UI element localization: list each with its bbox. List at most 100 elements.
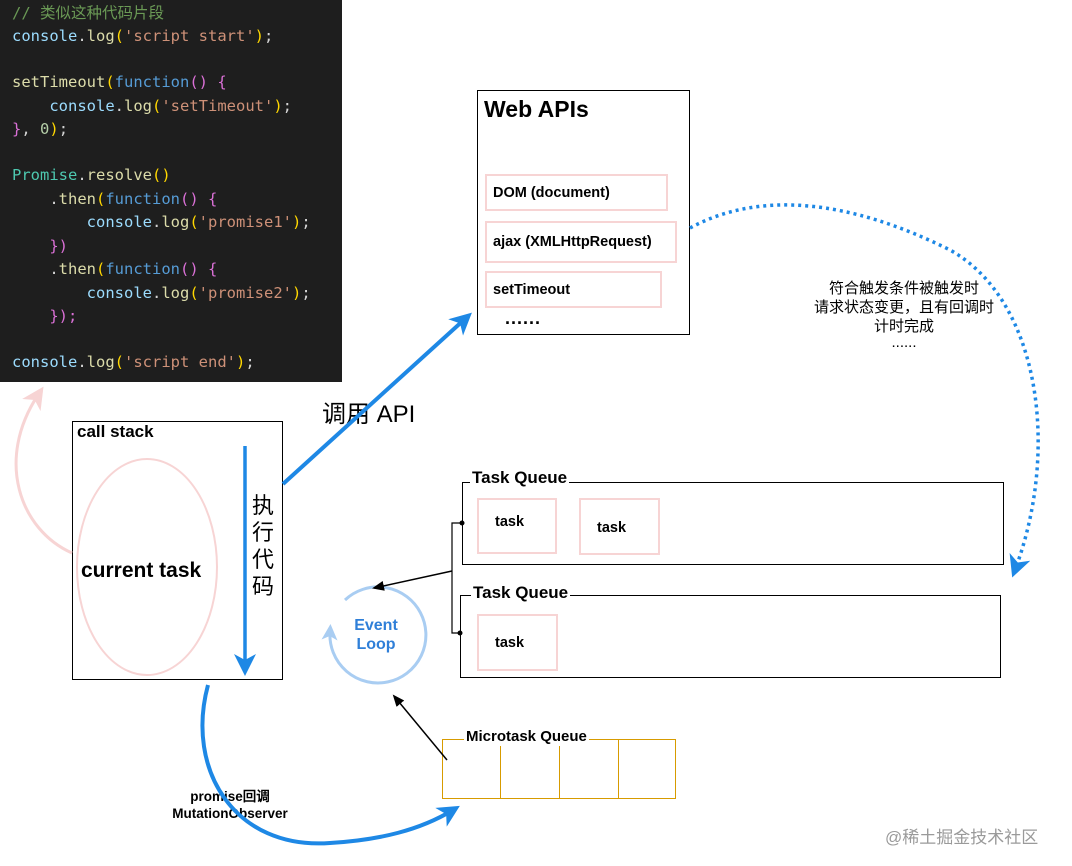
code-line: }) [12,236,68,256]
promise-note: promise回调 MutationObserver [160,788,300,822]
code-token: . [77,27,87,45]
web-api-ajax-label: ajax (XMLHttpRequest) [493,234,652,250]
code-token: , [21,120,41,138]
code-token: () [189,73,218,91]
code-token: ; [58,120,69,138]
code-token: ( [114,27,125,45]
task-queue-1-title: Task Queue [470,468,570,487]
current-task-ellipse [76,458,218,676]
code-token: () [180,190,208,208]
code-token: () [152,166,171,184]
promise-note-line1: promise回调 [190,789,270,804]
task-queue-1-task-1: task [477,498,557,554]
code-line: Promise.resolve() [12,165,171,185]
code-line: console.log('script start'); [12,26,273,46]
code-line: console.log('promise2'); [12,283,311,303]
code-token: ) [236,353,246,371]
trigger-dotted-arrow [689,203,1040,578]
tasks-to-event-loop-arrow [372,570,453,591]
web-apis-title: Web APIs [484,96,589,122]
code-token: then [58,190,96,208]
pink-return-arrow [14,386,73,555]
code-token: { [208,190,218,208]
code-token: // 类似这种代码片段 [12,4,164,22]
code-token: console [12,353,78,371]
bracket-dot-2 [457,630,463,636]
code-token: . [151,213,162,231]
trigger-note-line4: ...... [891,334,917,351]
code-token: ) [292,213,302,231]
code-token: 0 [40,120,50,138]
code-token: . [12,190,59,208]
code-token: ) [254,27,265,45]
microtask-cell-4 [618,739,676,799]
web-api-dom-label: DOM (document) [493,184,610,201]
task-queue-bracket [451,522,462,634]
web-api-settimeout: setTimeout [485,271,662,308]
code-token: () [180,260,208,278]
microtask-to-event-loop-arrow [392,694,448,761]
call-stack-title: call stack [77,422,154,441]
bracket-dot-1 [459,520,465,526]
code-token: . [114,97,124,115]
code-line: .then(function() { [12,259,217,279]
code-token: then [58,260,96,278]
microtask-queue-title: Microtask Queue [464,728,589,746]
code-token: . [77,166,87,184]
code-token: ) [273,97,283,115]
promise-callback-arrow [200,684,460,846]
code-token: . [151,284,162,302]
event-loop-label: Event Loop [342,616,410,654]
code-token: console [12,97,115,115]
current-task-label: current task [81,559,202,582]
code-token: ; [264,27,274,45]
web-apis-ellipsis: ...... [505,308,542,328]
web-api-settimeout-label: setTimeout [493,281,571,298]
code-token: console [12,213,152,231]
web-apis-box: Web APIs DOM (document) ajax (XMLHttpReq… [477,90,690,335]
code-token: console [12,27,78,45]
task-queue-1-task-2: task [579,498,660,555]
code-token: log [86,27,115,45]
code-token: resolve [86,166,152,184]
code-token: 'script end' [124,353,236,371]
code-token: ( [152,97,162,115]
code-token: function [114,73,190,91]
code-token: log [161,284,190,302]
microtask-queue [442,739,676,799]
code-token: . [77,353,87,371]
code-token: ( [189,284,199,302]
task-queue-2: task [460,595,1001,678]
code-token: ( [96,260,106,278]
code-line: console.log('script end'); [12,352,255,372]
code-token: 'promise2' [198,284,292,302]
task-queue-1-task-1-label: task [495,514,525,530]
code-token: 'setTimeout' [161,97,274,115]
code-token: log [86,353,115,371]
code-line: console.log('setTimeout'); [12,96,292,116]
code-token: ; [301,213,311,231]
watermark-text: @稀土掘金技术社区 [885,828,1039,847]
code-token: { [208,260,218,278]
code-token: ; [245,353,255,371]
code-token: } [12,120,22,138]
code-token: ) [292,284,302,302]
code-token: ( [189,213,199,231]
code-token: 'script start' [124,27,255,45]
code-token: ( [105,73,115,91]
task-queue-1-task-2-label: task [597,520,627,536]
code-token: setTimeout [12,73,106,91]
web-api-ajax: ajax (XMLHttpRequest) [485,221,677,263]
code-line: console.log('promise1'); [12,212,311,232]
code-line: .then(function() { [12,189,217,209]
trigger-note-line1: 符合触发条件被触发时 [828,280,979,297]
trigger-note-line2: 请求状态变更，且有回调时 [813,299,994,316]
task-queue-1: task task [462,482,1004,565]
code-token: ( [114,353,125,371]
web-api-dom: DOM (document) [485,174,668,211]
code-token: }) [12,237,68,255]
code-token: function [105,190,180,208]
code-line: // 类似这种代码片段 [12,3,164,23]
